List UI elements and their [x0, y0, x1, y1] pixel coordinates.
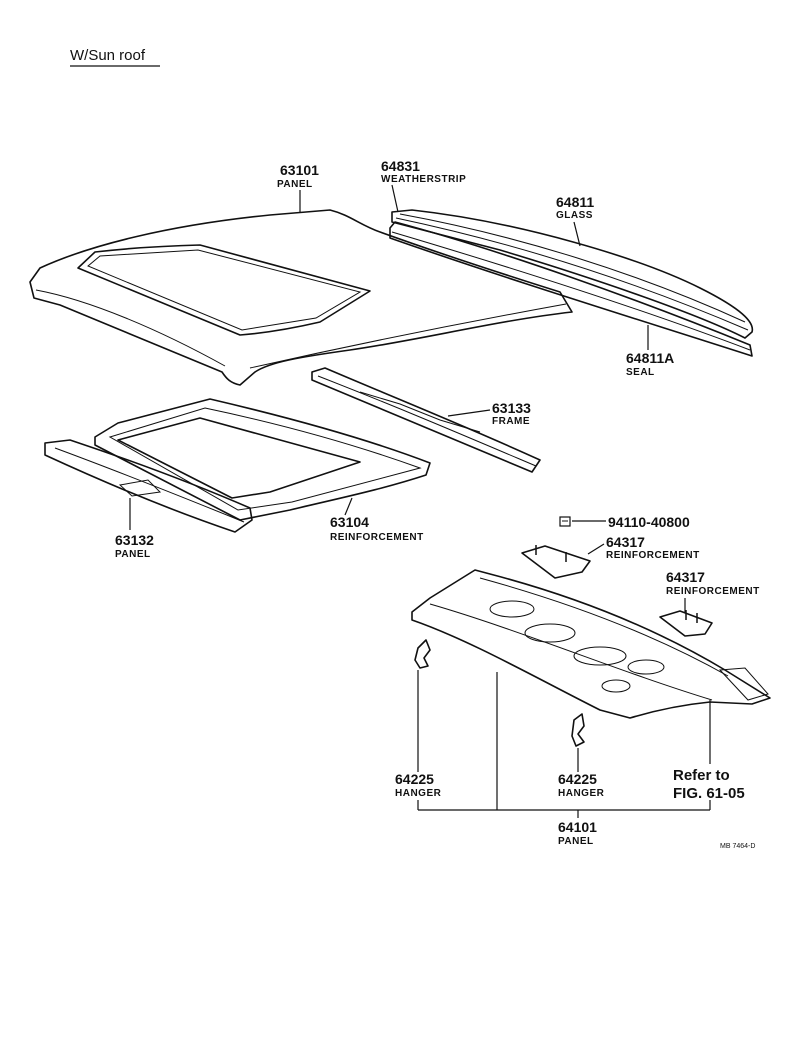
- part-number-64831: 64831: [381, 158, 420, 174]
- hanger-left-drawing: [414, 639, 431, 669]
- part-name-64317-left: REINFORCEMENT: [606, 550, 700, 561]
- reinforcement-frame-drawing: [94, 398, 431, 521]
- part-number-94110-40800: 94110-40800: [608, 514, 690, 530]
- part-number-63104: 63104: [330, 514, 369, 530]
- bracket-64101: [417, 672, 711, 818]
- leader-64811: [573, 221, 581, 247]
- part-name-64317-right: REINFORCEMENT: [666, 586, 760, 597]
- leader-64831: [391, 184, 399, 213]
- reference-line-2: FIG. 61-05: [673, 785, 745, 802]
- part-number-64101: 64101: [558, 819, 597, 835]
- part-number-64317-right: 64317: [666, 569, 705, 585]
- diagram-title: W/Sun roof: [70, 47, 146, 64]
- front-panel-drawing: [44, 439, 253, 533]
- part-name-63104: REINFORCEMENT: [330, 532, 424, 543]
- reference-line-1: Refer to: [673, 767, 730, 784]
- part-name-64225-left: HANGER: [395, 788, 442, 799]
- part-number-63101: 63101: [280, 162, 319, 178]
- drawing-code: MB 7464-D: [720, 843, 755, 850]
- part-number-63132: 63132: [115, 532, 154, 548]
- reinforcement-right-drawing: [659, 610, 713, 637]
- part-name-63101: PANEL: [277, 179, 313, 190]
- part-name-64811: GLASS: [556, 210, 593, 221]
- part-number-64811: 64811: [556, 194, 594, 210]
- reinforcement-left-drawing: [521, 545, 591, 579]
- leader-63133: [447, 409, 491, 417]
- part-name-63132: PANEL: [115, 549, 151, 560]
- part-number-63133: 63133: [492, 400, 531, 416]
- part-number-64811a: 64811A: [626, 350, 674, 366]
- leader-64317-left: [587, 543, 605, 555]
- part-name-64831: WEATHERSTRIP: [381, 174, 466, 185]
- bolt-drawing: [559, 516, 571, 527]
- part-name-64101: PANEL: [558, 836, 594, 847]
- hanger-right-drawing: [571, 713, 585, 747]
- part-number-64317-left: 64317: [606, 534, 645, 550]
- roof-panel-drawing: [29, 209, 573, 386]
- part-number-64225-left: 64225: [395, 771, 434, 787]
- part-name-64811a: SEAL: [626, 367, 655, 378]
- part-number-64225-right: 64225: [558, 771, 597, 787]
- frame-drawing: [311, 367, 541, 473]
- part-name-64225-right: HANGER: [558, 788, 605, 799]
- part-name-63133: FRAME: [492, 416, 530, 427]
- glass-assembly-drawing: [389, 209, 754, 357]
- leader-63104: [344, 497, 353, 516]
- rear-panel-drawing: [411, 569, 771, 719]
